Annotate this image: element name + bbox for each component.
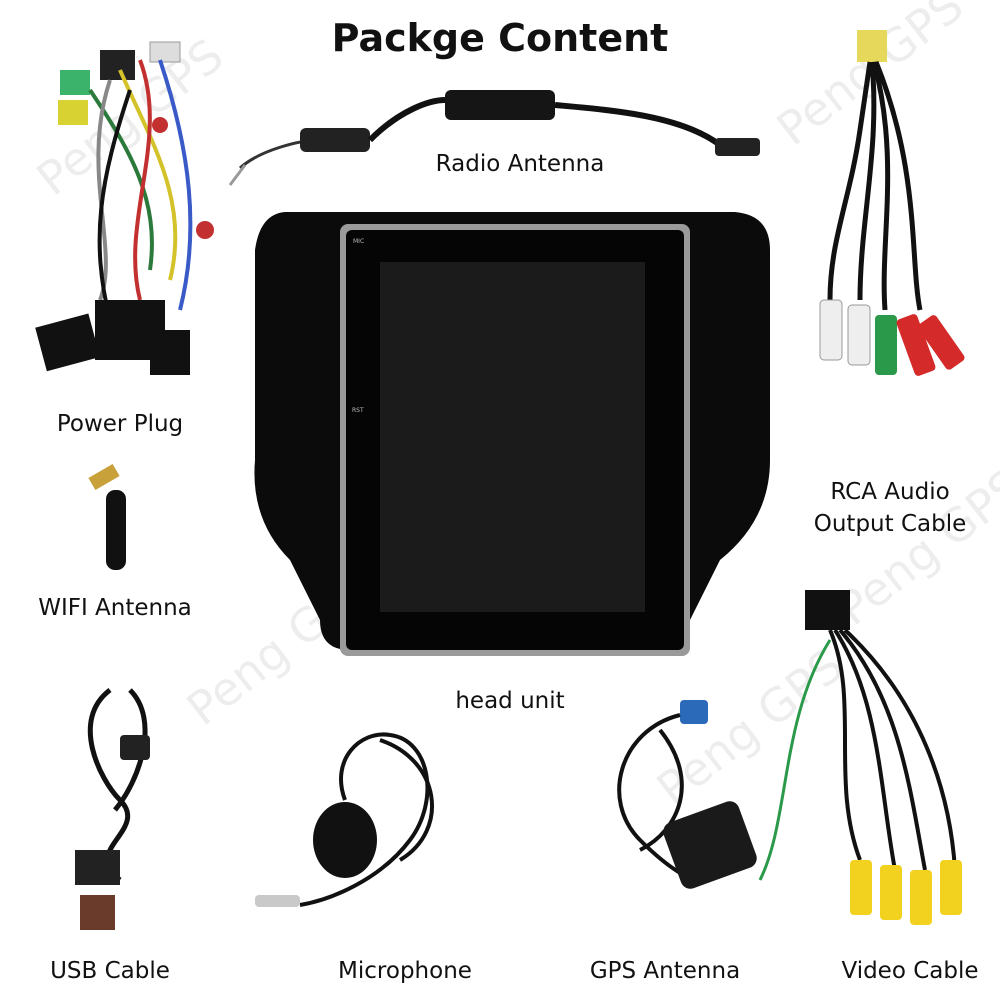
- label-radio-antenna: Radio Antenna: [435, 151, 605, 177]
- label-head-unit: head unit: [455, 688, 565, 714]
- screen-label-mic: MIC: [353, 238, 364, 245]
- label-wifi-antenna: WIFI Antenna: [38, 595, 192, 621]
- label-rca-audio-line2: Output Cable: [813, 511, 967, 537]
- power-plug-image: [35, 41, 214, 375]
- page-title: Packge Content: [331, 16, 669, 60]
- screen-label-rst: RST: [352, 407, 364, 414]
- usb-cable-image: [75, 688, 150, 930]
- label-microphone: Microphone: [338, 958, 472, 984]
- wifi-antenna-image: [88, 463, 126, 570]
- head-unit-image: MIC RST: [254, 212, 770, 656]
- microphone-image: [255, 732, 435, 907]
- label-power-plug: Power Plug: [56, 411, 184, 437]
- gps-antenna-image: [617, 700, 757, 889]
- label-rca-audio: RCA Audio Output Cable: [790, 476, 990, 540]
- video-cable-image: [758, 590, 962, 925]
- label-usb-cable: USB Cable: [50, 958, 170, 984]
- label-rca-audio-line1: RCA Audio: [830, 479, 950, 505]
- label-video-cable: Video Cable: [841, 958, 979, 984]
- radio-antenna-image: [228, 90, 760, 186]
- rca-audio-cable-image: [819, 30, 965, 376]
- label-gps-antenna: GPS Antenna: [589, 958, 741, 984]
